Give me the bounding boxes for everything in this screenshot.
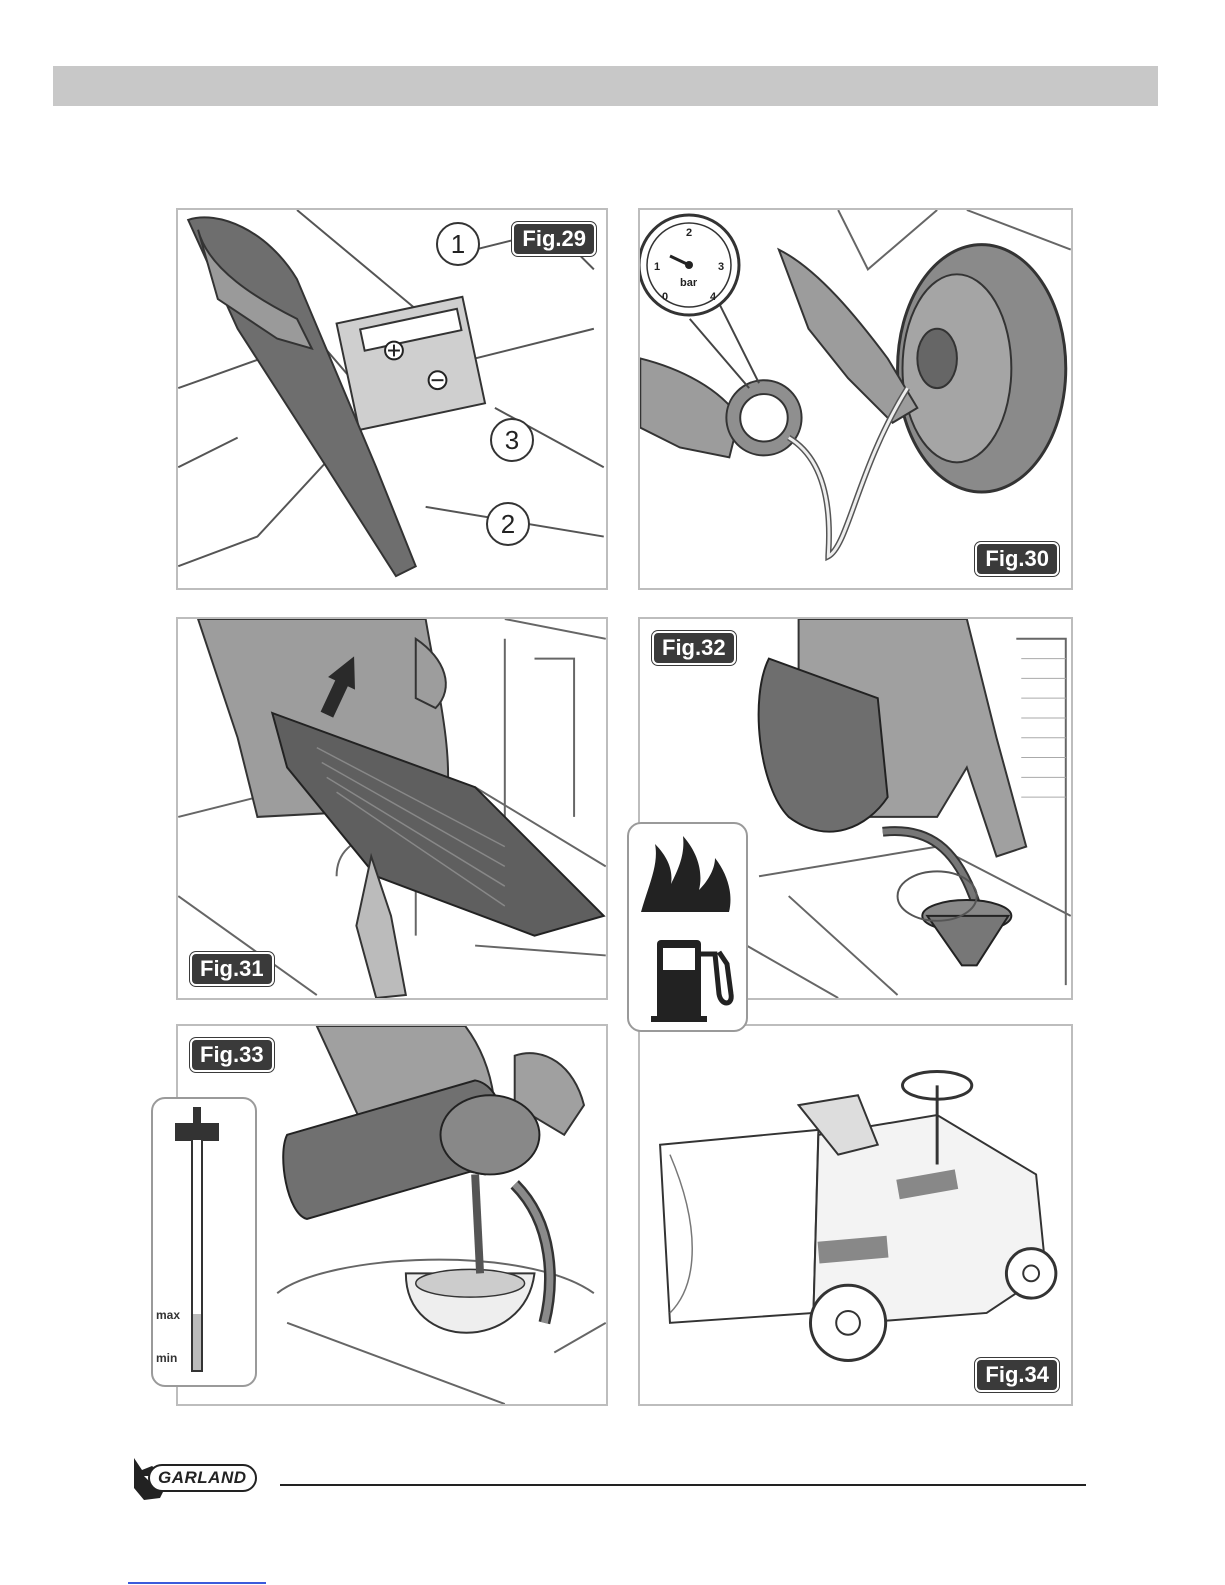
dipstick-inset: max min xyxy=(151,1097,257,1387)
figure-31-panel: Fig.31 xyxy=(176,617,608,1000)
dipstick-min-label: min xyxy=(156,1351,177,1365)
cover-removal-illustration xyxy=(178,619,606,998)
gauge-tick-4: 4 xyxy=(710,291,717,303)
figure-29-label: Fig.29 xyxy=(512,222,596,256)
figure-31-label: Fig.31 xyxy=(190,952,274,986)
figure-30-panel: 0 1 2 3 4 bar Fig.30 xyxy=(638,208,1073,590)
callout-3: 3 xyxy=(490,418,534,462)
bottom-link-underline xyxy=(128,1582,266,1584)
figure-33-label: Fig.33 xyxy=(190,1038,274,1072)
fuel-warning-inset xyxy=(627,822,748,1032)
callout-2: 2 xyxy=(486,502,530,546)
gauge-unit: bar xyxy=(680,277,698,289)
figure-34-label: Fig.34 xyxy=(975,1358,1059,1392)
flame-icon xyxy=(641,836,730,912)
figure-29-panel: 1 2 3 Fig.29 xyxy=(176,208,608,590)
dipstick-max-label: max xyxy=(156,1308,180,1322)
fuel-pump-icon xyxy=(651,940,731,1022)
callout-1: 1 xyxy=(436,222,480,266)
footer-rule xyxy=(280,1484,1086,1486)
header-bar xyxy=(53,66,1158,106)
figure-34-panel: Fig.34 xyxy=(638,1024,1073,1406)
gauge-tick-2: 2 xyxy=(686,227,692,239)
gauge-tick-1: 1 xyxy=(654,261,660,273)
logo-wordmark: GARLAND xyxy=(148,1464,257,1492)
garland-logo: GARLAND xyxy=(130,1452,260,1504)
figure-30-label: Fig.30 xyxy=(975,542,1059,576)
figure-32-label: Fig.32 xyxy=(652,631,736,665)
gauge-tick-3: 3 xyxy=(718,261,724,273)
battery-illustration xyxy=(178,210,606,588)
gauge-tick-0: 0 xyxy=(662,291,668,303)
dipstick-icon xyxy=(153,1099,259,1389)
pressure-gauge-icon: 0 1 2 3 4 bar xyxy=(638,210,744,320)
mower-with-grass-bag-illustration xyxy=(640,1026,1071,1404)
